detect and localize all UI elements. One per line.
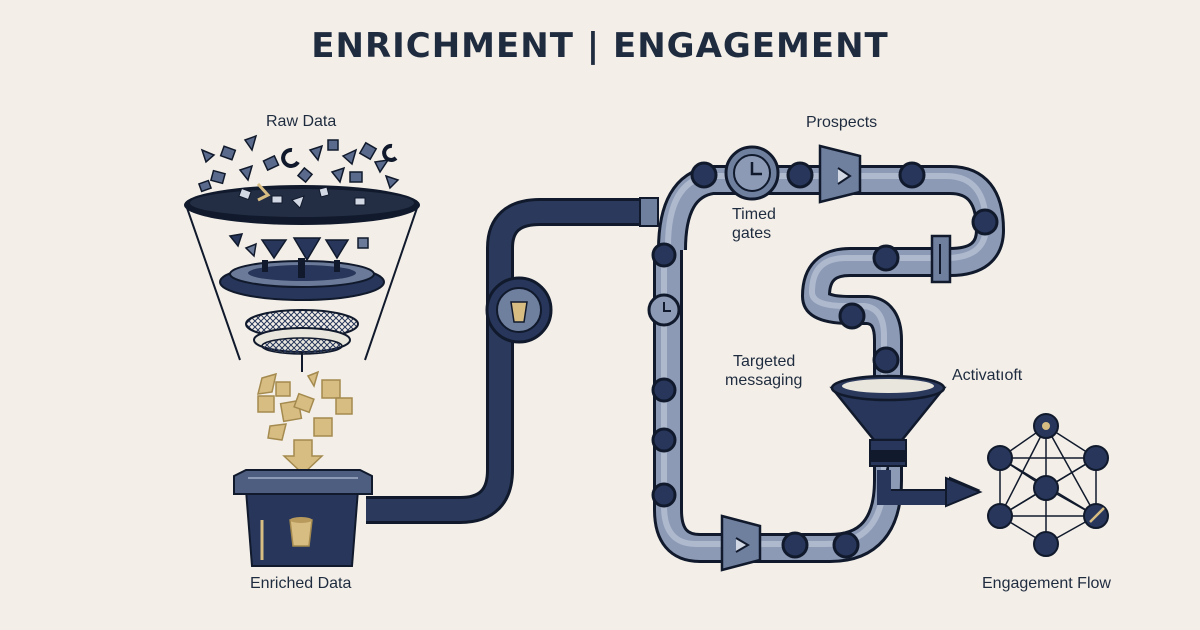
targeted-messaging-label-line1: Targeted — [733, 353, 796, 370]
down-arrow-icon — [282, 439, 324, 476]
pipe-nodes — [651, 161, 999, 559]
prospects-label: Prospects — [806, 114, 878, 131]
gate-prism-bottom — [720, 514, 762, 572]
raw-data-particles — [197, 134, 400, 193]
c-shape-particle — [281, 147, 300, 168]
network-graph-icon — [987, 413, 1109, 557]
gate-prism-top — [818, 144, 862, 204]
cup-icon — [510, 301, 528, 323]
timed-gates-label-line1: Timed — [732, 206, 776, 223]
raw-data-funnel — [184, 134, 420, 476]
clock-icon — [724, 145, 780, 201]
engagement-flow-label: Engagement Flow — [982, 575, 1111, 592]
gate-prism-right — [930, 234, 952, 284]
pipe-left — [366, 201, 650, 521]
targeted-messaging-label-line2: messaging — [725, 372, 803, 389]
cup-icon — [289, 519, 313, 547]
diagram-title: ENRICHMENT | ENGAGEMENT — [311, 26, 889, 66]
enriched-data-label: Enriched Data — [250, 575, 352, 592]
enriched-cubes — [257, 370, 353, 441]
clock-icon — [647, 293, 681, 327]
raw-data-label: Raw Data — [266, 113, 337, 130]
valve-node — [485, 276, 553, 344]
activation-funnel — [829, 374, 947, 467]
enriched-data-bin — [233, 469, 373, 567]
activation-label: Activatıoft — [952, 367, 1023, 384]
timed-gates-label-line2: gates — [732, 225, 772, 242]
